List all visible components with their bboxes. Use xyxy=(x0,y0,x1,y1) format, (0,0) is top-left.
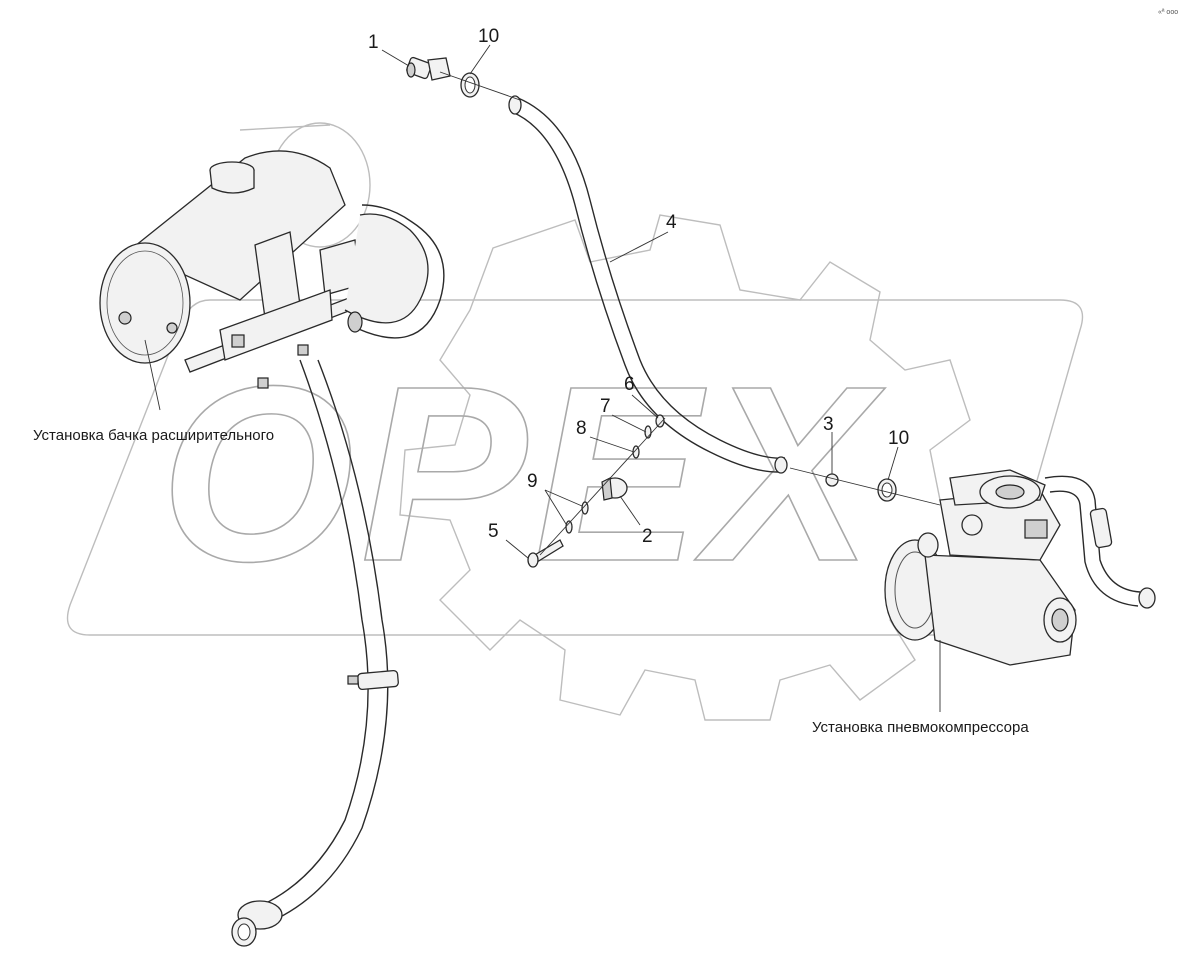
watermark-logo-text: OPEX xyxy=(160,334,886,613)
bolt-part-5 xyxy=(527,539,564,568)
axis-line-right xyxy=(789,467,941,506)
callout-4: 4 xyxy=(666,212,677,233)
callout-labels: 1 10 4 6 7 8 3 10 9 2 5 xyxy=(368,26,909,547)
callout-9: 9 xyxy=(527,471,538,492)
hose-part-4 xyxy=(508,95,788,474)
callout-1: 1 xyxy=(368,32,379,53)
nut-part-3 xyxy=(825,473,839,487)
leader-lines xyxy=(144,44,941,712)
callout-7: 7 xyxy=(600,396,611,417)
lower-coolant-hose xyxy=(231,359,399,947)
callout-3: 3 xyxy=(823,414,834,435)
fasteners-group xyxy=(527,414,666,568)
callout-2: 2 xyxy=(642,526,653,547)
expansion-tank-assembly xyxy=(99,122,445,389)
washer-part-9a xyxy=(581,501,589,515)
axis-line-fasteners xyxy=(539,417,666,556)
callout-5: 5 xyxy=(488,521,499,542)
air-compressor-assembly xyxy=(884,469,1156,666)
hose-clamp-part-10-top xyxy=(460,72,480,98)
corner-mark: «ª ooo xyxy=(1158,9,1178,16)
clamp-part-2 xyxy=(601,477,628,501)
callout-8: 8 xyxy=(576,418,587,439)
callout-6: 6 xyxy=(624,374,635,395)
callout-10-right: 10 xyxy=(888,428,909,449)
caption-expansion-tank: Установка бачка расширительного xyxy=(33,427,274,444)
axis-line-top xyxy=(439,71,521,101)
callout-10-top: 10 xyxy=(478,26,499,47)
caption-air-compressor: Установка пневмокомпрессора xyxy=(812,719,1029,736)
elbow-fitting-part-1 xyxy=(406,56,451,81)
